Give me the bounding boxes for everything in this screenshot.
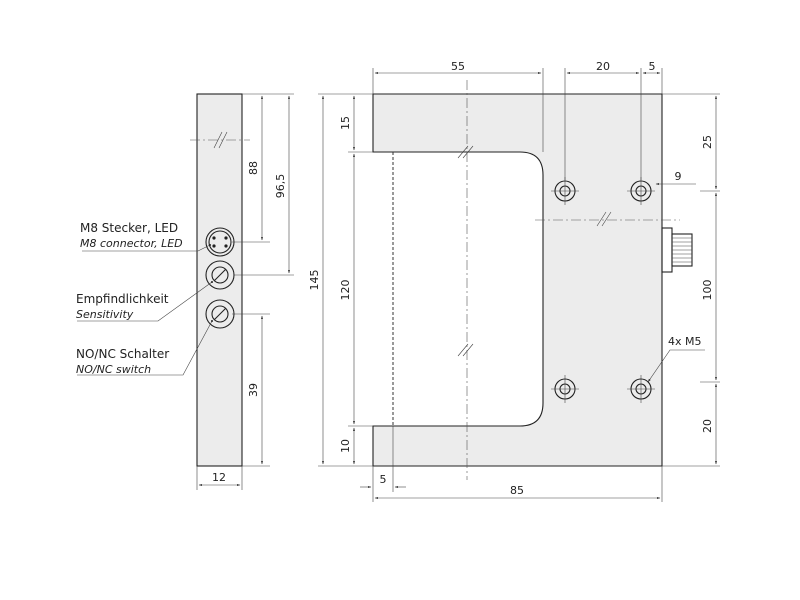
nonc-leader xyxy=(77,320,213,376)
dim-15: 15 xyxy=(339,116,352,130)
dim-55: 55 xyxy=(451,60,465,73)
dim-5-bottom: 5 xyxy=(380,473,387,486)
side-view-body xyxy=(196,93,243,467)
dim-20-right: 20 xyxy=(701,419,714,433)
nonc-label-de: NO/NC Schalter xyxy=(76,347,169,361)
m8-label-en: M8 connector, LED xyxy=(80,237,183,250)
front-view-body xyxy=(372,93,663,467)
thread-label: 4x M5 xyxy=(668,335,702,348)
mounting-hole-icon xyxy=(551,177,579,205)
side-connector-icon xyxy=(661,227,693,273)
m8-leader xyxy=(82,244,211,252)
dim-9: 9 xyxy=(675,170,682,183)
dim-100: 100 xyxy=(701,280,714,301)
mounting-hole-icon xyxy=(551,375,579,403)
mounting-hole-icon xyxy=(627,177,655,205)
m8-label-de: M8 Stecker, LED xyxy=(80,221,178,235)
dim-96-5: 96,5 xyxy=(274,174,287,199)
dim-25: 25 xyxy=(701,135,714,149)
sensitivity-leader xyxy=(77,281,213,322)
dim-12: 12 xyxy=(212,471,226,484)
side-view: M8 Stecker, LED M8 connector, LED Empfin… xyxy=(76,93,294,490)
sensitivity-label-de: Empfindlichkeit xyxy=(76,292,169,306)
thread-leader xyxy=(647,349,705,383)
dim-145: 145 xyxy=(308,270,321,291)
sensitivity-label-en: Sensitivity xyxy=(76,308,134,321)
dim-20-top: 20 xyxy=(596,60,610,73)
front-view: 4x M5 145 15 120 10 55 20 5 xyxy=(308,60,720,502)
mounting-hole-icon xyxy=(627,375,655,403)
dim-5-top: 5 xyxy=(649,60,656,73)
dim-88: 88 xyxy=(247,161,260,175)
break-mark xyxy=(213,131,228,149)
dim-85: 85 xyxy=(510,484,524,497)
dim-120: 120 xyxy=(339,280,352,301)
nonc-label-en: NO/NC switch xyxy=(76,363,151,376)
dim-10: 10 xyxy=(339,439,352,453)
dim-39: 39 xyxy=(247,383,260,397)
